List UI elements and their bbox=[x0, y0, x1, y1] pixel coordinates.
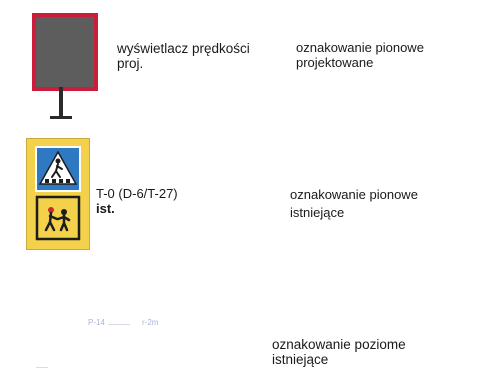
symbol-label-line: proj. bbox=[117, 56, 144, 71]
category-label-line: oznakowanie pionowe bbox=[290, 187, 418, 202]
category-label-line: oznakowanie pionowe bbox=[296, 40, 424, 55]
symbol-label-crossing: T-0 (D-6/T-27) ist. bbox=[96, 186, 178, 216]
pedestrian-crossing-icon bbox=[35, 146, 81, 192]
symbol-label-line: wyświetlacz prędkości bbox=[117, 41, 250, 56]
speed-display-icon bbox=[32, 13, 98, 91]
marking-line bbox=[108, 324, 130, 325]
category-label-horizontal-existing: oznakowanie poziome istniejące bbox=[272, 337, 406, 367]
marking-tick bbox=[36, 367, 48, 368]
symbol-label-display: wyświetlacz prędkości proj. bbox=[117, 41, 250, 71]
category-label-line: projektowane bbox=[296, 55, 374, 70]
display-board bbox=[32, 13, 98, 91]
marking-code-label: P-14 bbox=[88, 318, 105, 327]
crossing-sign-plate bbox=[26, 138, 90, 250]
sign-pole bbox=[59, 87, 63, 117]
category-label-line: istniejące bbox=[272, 352, 329, 367]
category-label-line: oznakowanie poziome bbox=[272, 337, 406, 352]
children-warning-icon bbox=[35, 195, 81, 241]
marking-width-label: r-2m bbox=[142, 318, 159, 327]
category-label-vertical-existing: oznakowanie pionowe istniejące bbox=[290, 186, 418, 222]
category-label-vertical-designed: oznakowanie pionowe projektowane bbox=[296, 40, 424, 70]
symbol-label-line: T-0 (D-6/T-27) bbox=[96, 186, 178, 201]
category-label-line: istniejące bbox=[290, 205, 345, 220]
symbol-label-line: ist. bbox=[96, 201, 115, 216]
sign-pole-base bbox=[50, 116, 72, 119]
